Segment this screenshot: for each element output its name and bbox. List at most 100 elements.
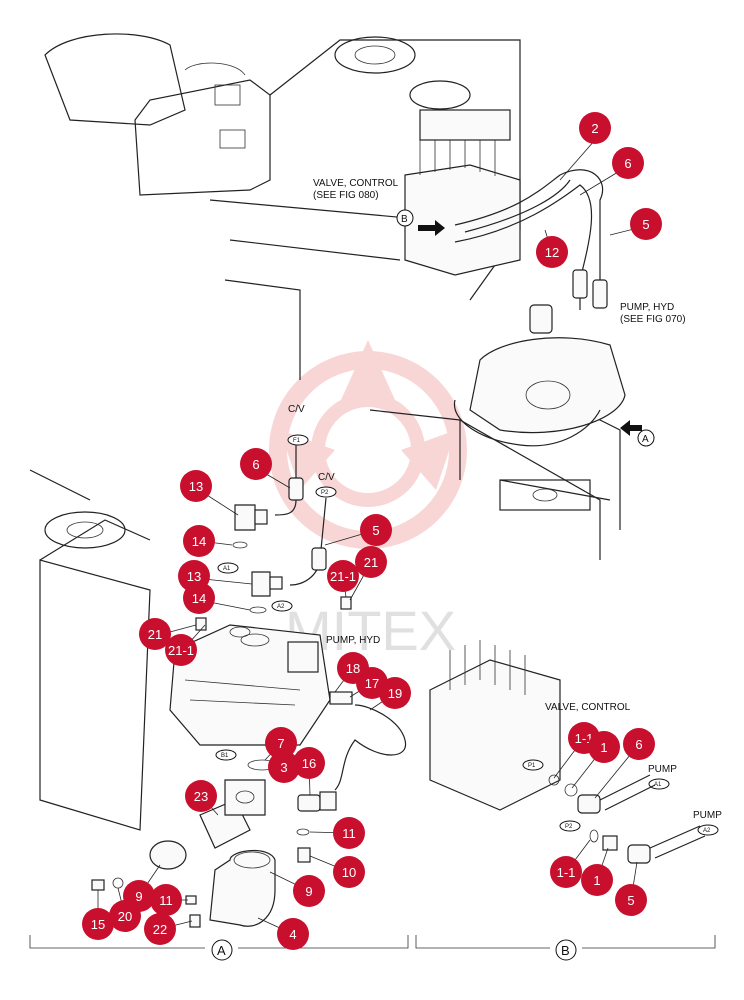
- o-ring-14-lower: [249, 606, 267, 614]
- svg-text:21-1: 21-1: [330, 569, 356, 584]
- tube-19: [334, 704, 407, 791]
- svg-text:23: 23: [194, 789, 208, 804]
- svg-text:A2: A2: [277, 604, 285, 610]
- port-a2: A2: [271, 600, 293, 612]
- elbow-13-lower: [251, 571, 283, 597]
- flange-23: [199, 779, 266, 849]
- valve-control-label: VALVE, CONTROL: [313, 178, 399, 189]
- svg-text:7: 7: [277, 736, 284, 751]
- svg-text:A1: A1: [223, 566, 231, 572]
- svg-text:18: 18: [346, 661, 360, 676]
- callout-23: 23: [185, 780, 217, 812]
- callout-6-a: 6: [240, 448, 272, 480]
- svg-text:1: 1: [600, 740, 607, 755]
- cv-label-2: C/V: [318, 472, 335, 483]
- svg-text:22: 22: [153, 922, 167, 937]
- callout-21-1-left: 21-1: [165, 634, 197, 666]
- svg-text:21: 21: [148, 627, 162, 642]
- callout-6-b: 6: [623, 728, 655, 760]
- svg-text:B: B: [561, 943, 570, 958]
- view-marker-a: A: [620, 420, 655, 447]
- svg-text:10: 10: [342, 865, 356, 880]
- hose-6-detail: [274, 445, 304, 516]
- pump-hyd-ref: (SEE FIG 070): [620, 314, 686, 325]
- callout-3: 3: [268, 751, 300, 783]
- callout-22: 22: [144, 913, 176, 945]
- tank-left: [29, 469, 151, 831]
- svg-text:19: 19: [388, 686, 402, 701]
- callout-7: 7: [265, 727, 297, 759]
- svg-text:A: A: [217, 943, 226, 958]
- callout-4: 4: [277, 918, 309, 950]
- svg-text:6: 6: [624, 156, 631, 171]
- svg-text:3: 3: [280, 760, 287, 775]
- svg-text:21: 21: [364, 555, 378, 570]
- svg-text:16: 16: [302, 756, 316, 771]
- o-ring-14-upper: [232, 541, 248, 549]
- port-b1: B1: [215, 749, 237, 761]
- svg-text:5: 5: [372, 523, 379, 538]
- svg-text:20: 20: [118, 909, 132, 924]
- callout-11-left: 11: [150, 884, 182, 916]
- clamp-9: [149, 840, 187, 870]
- port-ba2: A2: [697, 824, 719, 836]
- callout-13-upper: 13: [180, 470, 212, 502]
- svg-text:6: 6: [252, 457, 259, 472]
- callout-19: 19: [379, 677, 411, 709]
- callout-9-right: 9: [293, 875, 325, 907]
- control-valve-assembly: [404, 109, 521, 276]
- svg-text:14: 14: [192, 591, 206, 606]
- hoses-upper: [454, 169, 608, 310]
- svg-text:12: 12: [545, 245, 559, 260]
- svg-text:A: A: [642, 434, 649, 445]
- section-bracket-b: B: [415, 935, 716, 961]
- svg-text:13: 13: [187, 569, 201, 584]
- svg-text:1-1: 1-1: [557, 865, 576, 880]
- pump-assembly-upper: [453, 304, 626, 447]
- callout-15: 15: [82, 908, 114, 940]
- hyd-pump-detail: [169, 624, 331, 746]
- callout-10: 10: [333, 856, 365, 888]
- cab-outline: [44, 33, 271, 196]
- svg-text:B1: B1: [221, 753, 229, 759]
- svg-text:2: 2: [591, 121, 598, 136]
- callout-1-lower: 1: [581, 864, 613, 896]
- callout-16: 16: [293, 747, 325, 779]
- callout-2: 2: [579, 112, 611, 144]
- pump-label-1: PUMP: [648, 764, 677, 775]
- svg-text:1-1: 1-1: [575, 731, 594, 746]
- svg-text:1: 1: [593, 873, 600, 888]
- callout-12: 12: [536, 236, 568, 268]
- callout-5-top: 5: [630, 208, 662, 240]
- valve-control-detail-label: VALVE, CONTROL: [545, 702, 631, 713]
- port-a1: A1: [217, 562, 239, 574]
- valve-control-ref: (SEE FIG 080): [313, 190, 379, 201]
- callout-21-left: 21: [139, 618, 171, 650]
- svg-text:F1: F1: [293, 438, 301, 444]
- svg-text:5: 5: [642, 217, 649, 232]
- pump-hyd-label: PUMP, HYD: [620, 302, 674, 313]
- hose-5-detail: [289, 497, 327, 586]
- plug-21-right: [340, 596, 352, 610]
- svg-text:9: 9: [305, 884, 312, 899]
- hose-5-b: [589, 825, 706, 864]
- svg-text:9: 9: [135, 889, 142, 904]
- bolts-detail-a: [91, 828, 311, 928]
- elbow-13-upper: [234, 504, 268, 531]
- svg-text:13: 13: [189, 479, 203, 494]
- callout-5-b: 5: [615, 884, 647, 916]
- control-valve-detail: [429, 640, 561, 811]
- port-bp1: P1: [522, 759, 544, 771]
- port-f1: F1: [287, 434, 309, 446]
- svg-text:4: 4: [289, 927, 296, 942]
- callout-1-1-lower: 1-1: [550, 856, 582, 888]
- svg-text:21-1: 21-1: [168, 643, 194, 658]
- port-ba1: A1: [648, 778, 670, 790]
- port-bp2: P2: [559, 820, 581, 832]
- callout-14-lower: 14: [183, 582, 215, 614]
- callout-21-1-right: 21-1: [327, 560, 359, 592]
- svg-text:5: 5: [627, 893, 634, 908]
- svg-text:14: 14: [192, 534, 206, 549]
- svg-text:11: 11: [342, 826, 356, 841]
